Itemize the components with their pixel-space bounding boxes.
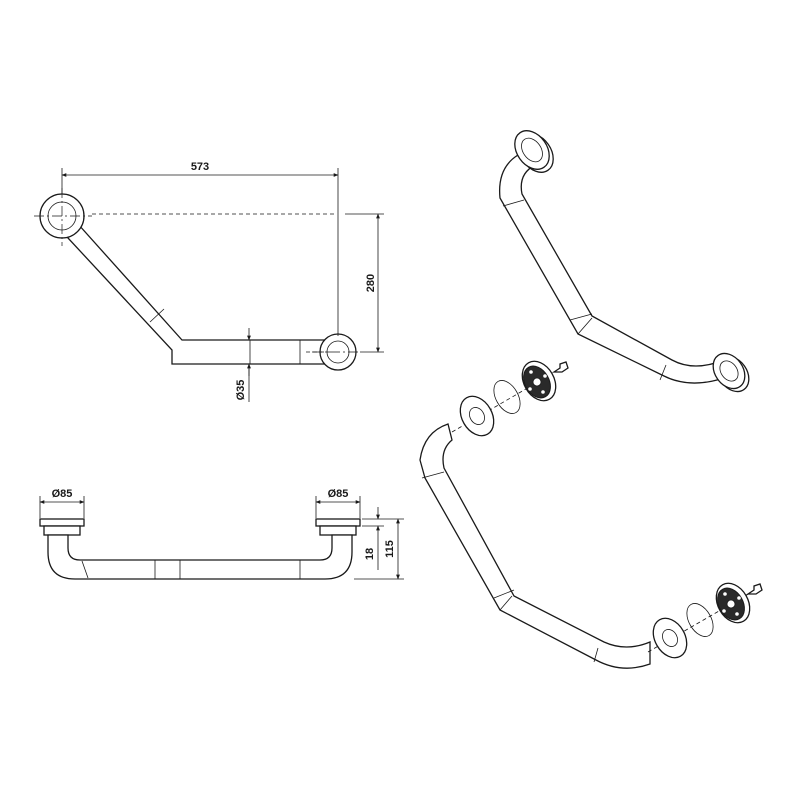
projection-dimension: 115: [384, 540, 396, 558]
o-ring-bottom: [686, 603, 714, 637]
screw-top: [551, 361, 569, 373]
left-flange-front: [39, 518, 85, 527]
top-view: 573 280 Ø35: [34, 161, 384, 402]
cover-rosette-bottom: [652, 617, 688, 659]
flange-depth-dimension: 18: [364, 548, 376, 560]
isometric-bar: [498, 154, 725, 384]
length-dimension: 573: [191, 161, 209, 173]
screw-bottom: [745, 583, 763, 595]
exploded-view: [419, 360, 763, 669]
left-flange-diameter-dimension: Ø85: [52, 488, 73, 500]
height-dimension: 280: [365, 274, 377, 292]
front-view: Ø85 Ø85 18 115: [39, 488, 404, 580]
front-view-bar: [47, 534, 353, 580]
o-ring-top: [493, 380, 521, 414]
right-flange-front: [315, 518, 361, 527]
cover-rosette-top: [459, 395, 495, 437]
isometric-view: [498, 130, 750, 393]
right-flange-diameter-dimension: Ø85: [328, 488, 349, 500]
top-view-bar: [53, 223, 331, 365]
tube-diameter-dimension: Ø35: [235, 380, 247, 401]
exploded-bar: [419, 423, 651, 669]
